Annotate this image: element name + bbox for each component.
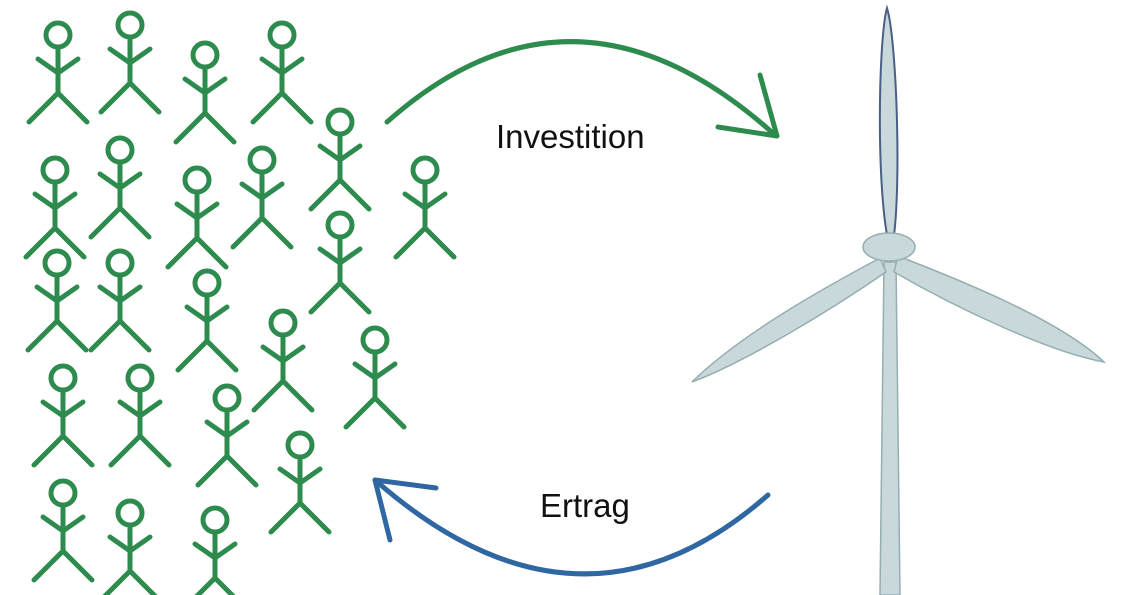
stick-figure-icon (31, 363, 95, 468)
stick-figure-icon (175, 268, 239, 373)
stick-figure-icon (192, 505, 238, 595)
stick-figure-icon (31, 478, 95, 583)
stick-figure-icon (195, 383, 259, 488)
turbine-tower (879, 261, 901, 595)
stick-figure-icon (108, 363, 172, 468)
return-arrow (372, 477, 771, 577)
stick-figure-icon (25, 248, 89, 353)
stick-figure-icon (88, 135, 152, 240)
stick-figure-icon (98, 10, 162, 115)
stick-figure-icon (173, 40, 237, 145)
arrowhead-icon (372, 477, 439, 543)
investment-arrow (384, 39, 780, 139)
stick-figure-icon (343, 325, 407, 430)
stick-figure-icon (88, 248, 152, 353)
stick-figure-icon (251, 308, 315, 413)
stick-figure-icon (308, 210, 372, 315)
wind-turbine-icon (691, 4, 1107, 595)
turbine-blade-top (878, 4, 899, 249)
stick-figure-icon (250, 20, 314, 125)
stick-figure-icon (102, 498, 158, 595)
turbine-blade-right (893, 254, 1107, 364)
stick-figure-icon (230, 145, 294, 250)
people-group (23, 10, 457, 595)
investment-label: Investition (496, 118, 645, 155)
stick-figure-icon (165, 165, 229, 270)
arrowhead-icon (715, 72, 780, 139)
stick-figure-icon (268, 430, 332, 535)
turbine-blade-left (691, 256, 887, 383)
turbine-hub (862, 232, 916, 262)
stick-figure-icon (26, 20, 90, 125)
stick-figure-icon (393, 155, 457, 260)
stick-figure-icon (23, 155, 87, 260)
stick-figure-icon (308, 107, 372, 212)
return-label: Ertrag (540, 487, 630, 524)
